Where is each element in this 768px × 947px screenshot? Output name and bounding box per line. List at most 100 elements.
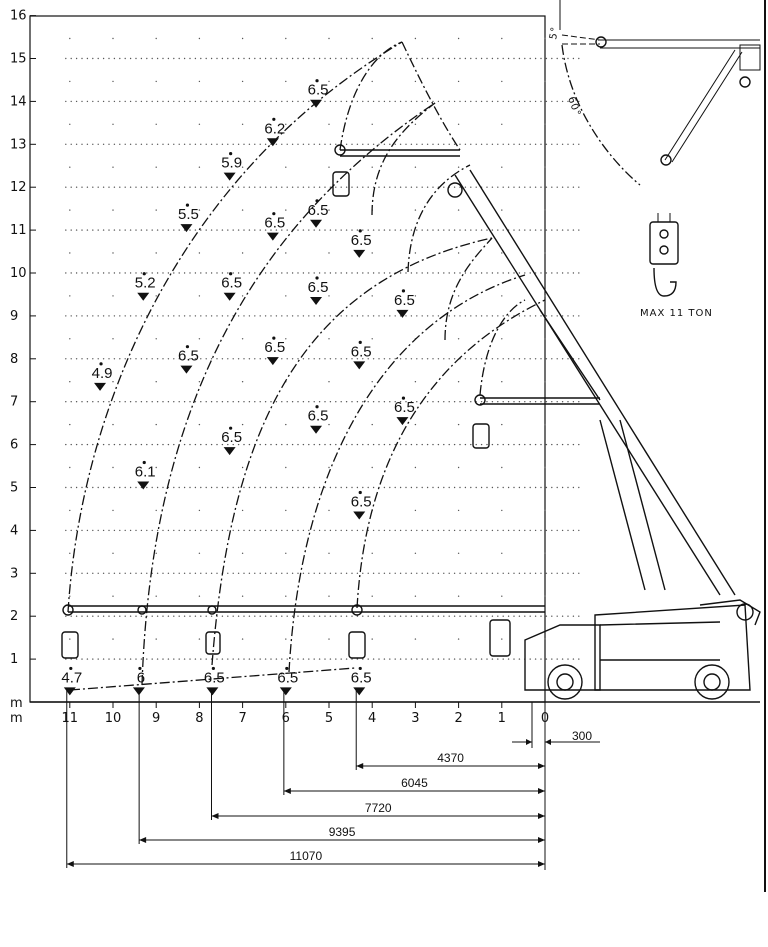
grid-dot: [146, 443, 148, 446]
grid-dot: [405, 57, 407, 60]
grid-dot: [285, 595, 287, 597]
grid-dot: [518, 100, 521, 103]
grid-dot: [345, 100, 348, 103]
grid-dot: [156, 100, 159, 103]
grid-dot: [383, 615, 386, 617]
grid-dot: [113, 143, 116, 145]
grid-dot: [155, 295, 157, 297]
grid-dot: [254, 229, 256, 231]
grid-dot: [237, 143, 240, 145]
capacity-triangle: [310, 219, 323, 228]
grid-dot: [453, 315, 456, 317]
grid-dot: [328, 209, 330, 211]
grid-dot: [561, 658, 564, 660]
grid-dot: [302, 401, 305, 403]
grid-dot: [285, 338, 287, 340]
grid-dot: [518, 143, 521, 145]
grid-dot: [410, 486, 413, 489]
grid-dot: [81, 486, 83, 489]
grid-dot: [281, 315, 283, 317]
grid-dot: [69, 123, 71, 126]
grid-dot: [81, 143, 83, 145]
grid-dot: [124, 186, 126, 188]
grid-dot: [65, 615, 67, 617]
grid-dot: [183, 486, 186, 489]
grid-dot: [259, 315, 261, 317]
grid-dot: [491, 143, 494, 145]
grid-dot: [518, 186, 521, 188]
grid-dot: [155, 80, 157, 83]
grid-dot: [351, 315, 353, 317]
grid-dot: [518, 358, 521, 360]
grid-dot: [254, 186, 256, 188]
grid-dot: [167, 229, 170, 231]
grid-dot: [291, 443, 294, 446]
base-line-dash: [69, 667, 356, 691]
grid-dot: [464, 315, 467, 317]
grid-dot: [254, 529, 256, 532]
grid-dot: [475, 100, 477, 103]
grid-dot: [362, 486, 364, 489]
capacity-point: [315, 276, 319, 280]
grid-dot: [243, 57, 245, 60]
grid-dot: [561, 229, 564, 231]
grid-dot: [371, 295, 373, 297]
grid-dot: [414, 252, 417, 254]
grid-dot: [205, 143, 207, 145]
grid-dot: [75, 572, 78, 574]
grid-dot: [507, 615, 510, 617]
grid-dot: [81, 572, 83, 574]
grid-dot: [291, 100, 294, 103]
capacity-label: 6.1: [135, 464, 156, 481]
grid-dot: [198, 123, 201, 126]
grid-dot: [156, 143, 159, 145]
grid-dot: [356, 229, 359, 231]
grid-dot: [264, 615, 267, 617]
y-tick-label: 2: [10, 609, 18, 624]
grid-dot: [285, 295, 287, 297]
grid-dot: [113, 100, 116, 103]
grid-dot: [313, 529, 315, 532]
grid-dot: [146, 57, 148, 60]
grid-dot: [345, 658, 348, 660]
grid-dot: [81, 615, 83, 617]
grid-dot: [92, 615, 94, 617]
grid-dot: [507, 572, 510, 574]
grid-dot: [65, 443, 67, 446]
capacity-point: [211, 666, 215, 671]
grid-dot: [65, 315, 67, 317]
grid-dot: [189, 186, 191, 188]
grid-dot: [135, 658, 137, 660]
grid-dot: [561, 315, 564, 317]
grid-dot: [286, 358, 288, 360]
grid-dot: [367, 100, 369, 103]
grid-dot: [167, 272, 170, 274]
grid-dot: [578, 615, 580, 617]
grid-dot: [486, 186, 488, 188]
grid-dot: [102, 315, 105, 317]
grid-dot: [275, 615, 278, 617]
grid-dot: [421, 615, 423, 617]
grid-dot: [113, 658, 116, 660]
grid-dot: [237, 401, 240, 403]
grid-dot: [351, 401, 353, 403]
grid-dot: [92, 529, 94, 532]
grid-dot: [97, 100, 99, 103]
grid-dot: [270, 401, 272, 403]
grid-dot: [394, 186, 396, 188]
grid-dot: [480, 315, 483, 317]
grid-dot: [335, 143, 337, 145]
grid-dot: [513, 229, 515, 231]
capacity-point: [358, 490, 362, 495]
grid-dot: [324, 143, 326, 145]
grid-dot: [124, 57, 126, 60]
grid-dot: [544, 466, 546, 469]
grid-dot: [146, 272, 148, 274]
grid-dot: [205, 186, 207, 188]
grid-dot: [243, 486, 245, 489]
grid-dot: [119, 57, 121, 60]
grid-dot: [529, 57, 531, 60]
grid-dot: [248, 486, 251, 489]
grid-dot: [65, 186, 67, 188]
grid-dot: [286, 272, 288, 274]
